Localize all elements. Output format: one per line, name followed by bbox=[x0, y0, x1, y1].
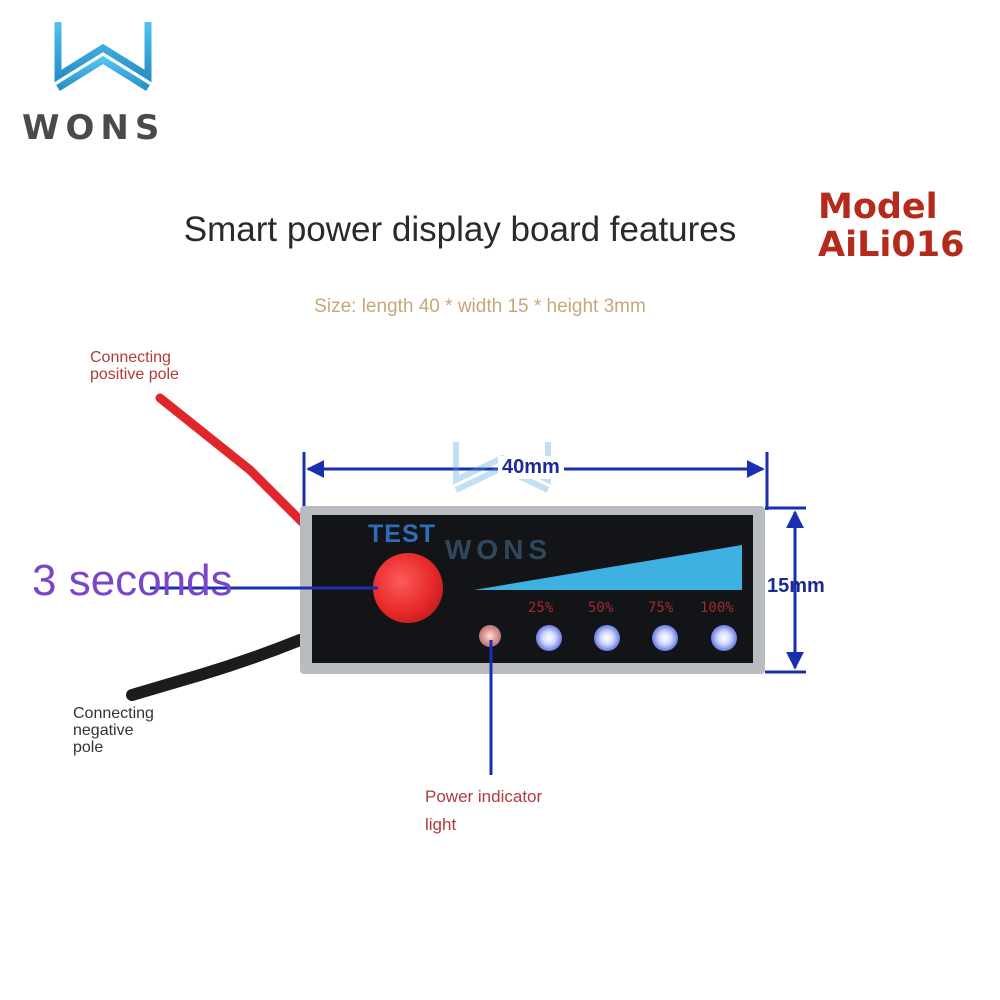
model-number: AiLi016 bbox=[818, 225, 965, 265]
size-spec: Size: length 40 * width 15 * height 3mm bbox=[314, 296, 646, 317]
level-led-25 bbox=[536, 625, 562, 651]
watermark-text: WONS bbox=[445, 534, 553, 565]
level-led-75 bbox=[652, 625, 678, 651]
page-title: Smart power display board features bbox=[183, 210, 737, 249]
positive-pole-label: Connecting positive pole bbox=[90, 349, 179, 383]
power-indicator-led bbox=[479, 625, 501, 647]
test-label: TEST bbox=[368, 520, 436, 548]
model-badge: Model AiLi016 bbox=[818, 188, 964, 264]
wons-logo-icon bbox=[54, 22, 152, 91]
level-led-100 bbox=[711, 625, 737, 651]
power-label-line2: light bbox=[425, 815, 457, 834]
power-indicator-label: Power indicator light bbox=[425, 783, 542, 839]
negative-wire bbox=[126, 634, 306, 701]
negative-label-line3: pole bbox=[73, 739, 104, 756]
test-button[interactable] bbox=[373, 553, 443, 623]
brand-name: WONS bbox=[22, 108, 166, 148]
negative-label-line1: Connecting bbox=[73, 705, 154, 722]
length-dimension-label: 40mm bbox=[498, 456, 564, 479]
positive-label-line2: positive pole bbox=[90, 366, 179, 383]
level-label-50: 50% bbox=[588, 600, 614, 616]
width-dimension-label: 15mm bbox=[767, 575, 825, 597]
negative-pole-label: Connecting negative pole bbox=[73, 705, 154, 756]
positive-wire bbox=[155, 393, 307, 527]
press-duration-label: 3 seconds bbox=[32, 556, 233, 605]
power-label-line1: Power indicator bbox=[425, 787, 543, 806]
level-label-100: 100% bbox=[700, 600, 734, 616]
gauge-wedge bbox=[474, 545, 742, 590]
level-label-75: 75% bbox=[648, 600, 674, 616]
battery-gauge bbox=[474, 545, 742, 590]
negative-label-line2: negative bbox=[73, 722, 134, 739]
model-label: Model bbox=[818, 187, 938, 227]
level-label-25: 25% bbox=[528, 600, 554, 616]
positive-label-line1: Connecting bbox=[90, 349, 171, 366]
level-led-50 bbox=[594, 625, 620, 651]
